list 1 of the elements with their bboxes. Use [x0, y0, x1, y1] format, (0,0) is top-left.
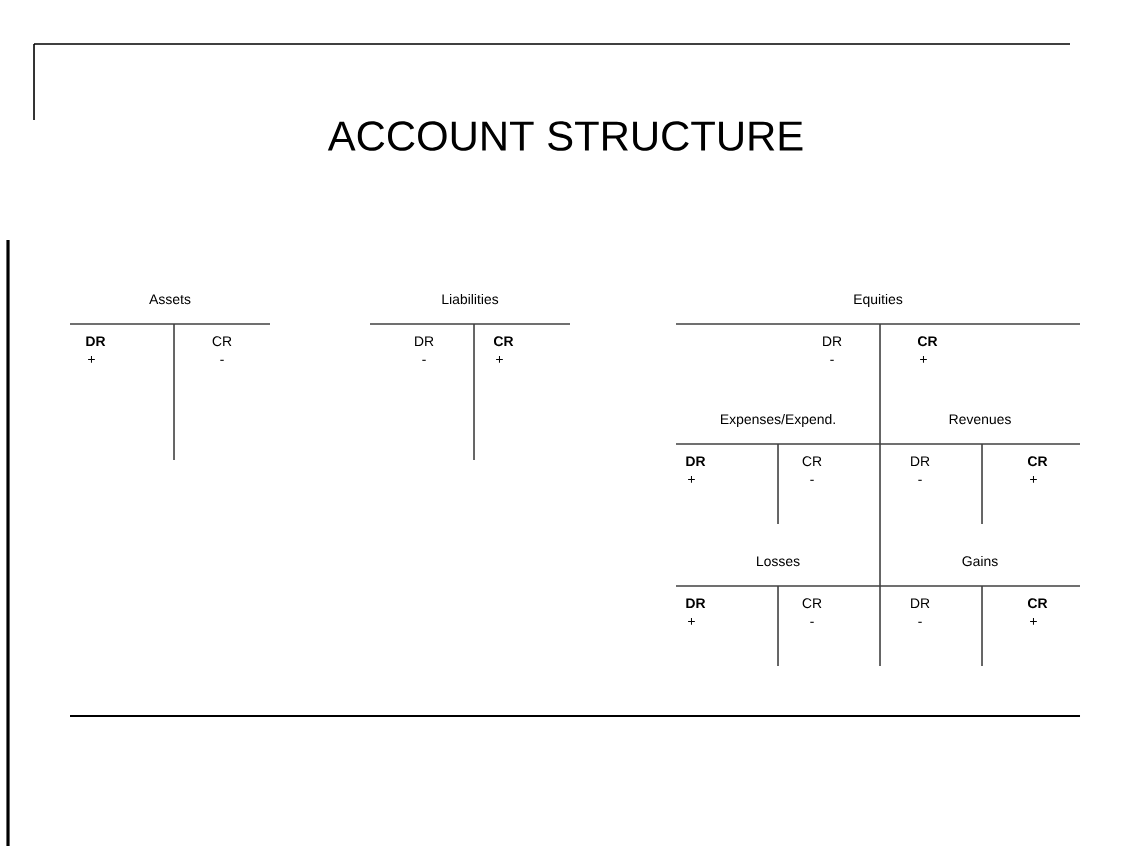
title: ACCOUNT STRUCTURE	[327, 121, 803, 151]
